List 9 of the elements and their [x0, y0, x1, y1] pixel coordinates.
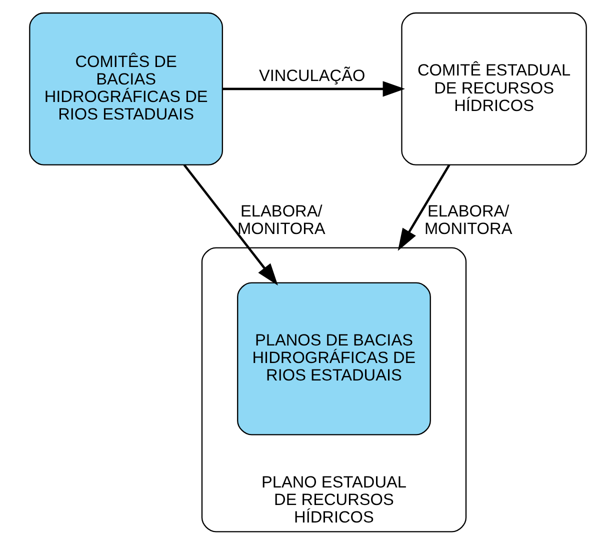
edge-label: ELABORA/ MONITORA — [238, 202, 326, 238]
arrow — [183, 164, 278, 286]
node-box: PLANOS DE BACIAS HIDROGRÁFICAS DE RIOS ESTADUAIS — [237, 282, 431, 436]
node-box: COMITÊ ESTADUAL DE RECURSOS HÍDRICOS — [401, 12, 587, 166]
edge-label: VINCULAÇÃO — [258, 66, 366, 85]
arrow — [222, 81, 406, 97]
edge-label: ELABORA/ MONITORA — [424, 202, 512, 238]
node-box: COMITÊS DE BACIAS HIDROGRÁFICAS DE RIOS ESTADUAIS — [29, 12, 224, 166]
arrow — [398, 164, 450, 251]
